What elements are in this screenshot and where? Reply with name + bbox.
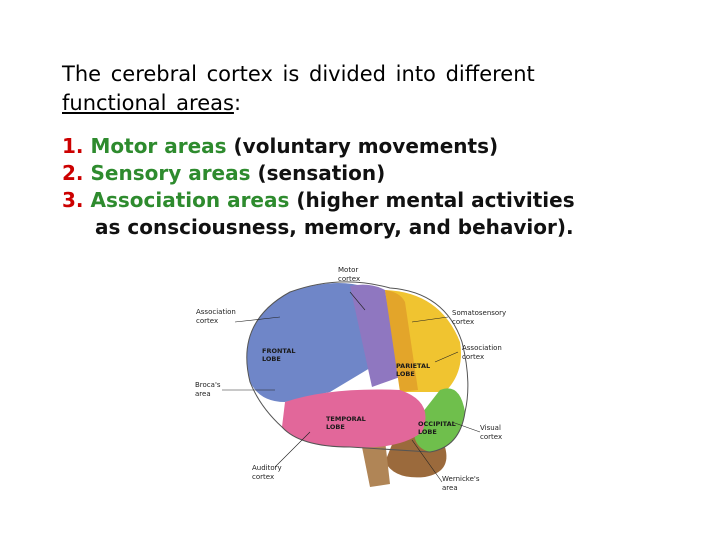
leader-lines bbox=[222, 291, 481, 483]
intro-colon: : bbox=[233, 91, 242, 115]
motor-area-region bbox=[350, 284, 400, 387]
list-item-association: 3. Association areas (higher mental acti… bbox=[62, 187, 702, 214]
label-visual-cortex: Visual bbox=[480, 424, 501, 432]
brain-outline bbox=[246, 281, 469, 453]
label-auditory-cortex: cortex bbox=[252, 473, 274, 481]
intro-text: The cerebral cortex is divided into diff… bbox=[62, 60, 682, 118]
temporal-lobe-region bbox=[282, 389, 426, 448]
area-name: Sensory areas bbox=[90, 161, 251, 185]
label-association-cortex-right: cortex bbox=[462, 353, 484, 361]
area-name: Association areas bbox=[90, 188, 290, 212]
brain-diagram: Motor cortex Association cortex Somatose… bbox=[190, 262, 530, 502]
label-brocas-area: area bbox=[195, 390, 211, 398]
intro-line-1: The cerebral cortex is divided into diff… bbox=[62, 62, 535, 86]
functional-areas-list: 1. Motor areas (voluntary movements) 2. … bbox=[62, 133, 702, 241]
label-motor-cortex: Motor bbox=[338, 266, 358, 274]
label-temporal-lobe: TEMPORAL bbox=[326, 415, 366, 423]
list-item-sensory: 2. Sensory areas (sensation) bbox=[62, 160, 702, 187]
label-auditory-cortex: Auditory bbox=[252, 464, 282, 472]
list-number: 2. bbox=[62, 161, 84, 185]
label-brocas-area: Broca's bbox=[195, 381, 221, 389]
label-association-cortex-left: Association bbox=[196, 308, 236, 316]
label-occipital-lobe: OCCIPITAL bbox=[418, 420, 456, 428]
sensory-area-region bbox=[385, 290, 418, 392]
label-frontal-lobe: LOBE bbox=[262, 355, 281, 363]
label-visual-cortex: cortex bbox=[480, 433, 502, 441]
label-occipital-lobe: LOBE bbox=[418, 428, 437, 436]
occipital-lobe-region bbox=[414, 388, 465, 452]
intro-line-2: functional areas: bbox=[62, 89, 682, 118]
label-parietal-lobe: LOBE bbox=[396, 370, 415, 378]
label-association-cortex-left: cortex bbox=[196, 317, 218, 325]
area-name: Motor areas bbox=[90, 134, 227, 158]
label-parietal-lobe: PARIETAL bbox=[396, 362, 430, 370]
label-motor-cortex: cortex bbox=[338, 275, 360, 283]
brain-illustration: Motor cortex Association cortex Somatose… bbox=[195, 266, 506, 492]
list-item-motor: 1. Motor areas (voluntary movements) bbox=[62, 133, 702, 160]
list-number: 1. bbox=[62, 134, 84, 158]
label-wernickes-area: Wernicke's bbox=[442, 475, 480, 483]
label-somatosensory-cortex: Somatosensory bbox=[452, 309, 506, 317]
area-detail: (voluntary movements) bbox=[226, 134, 499, 158]
list-number: 3. bbox=[62, 188, 84, 212]
label-association-cortex-right: Association bbox=[462, 344, 502, 352]
area-detail: (sensation) bbox=[250, 161, 386, 185]
area-detail: (higher mental activities bbox=[289, 188, 575, 212]
label-temporal-lobe: LOBE bbox=[326, 423, 345, 431]
label-wernickes-area: area bbox=[442, 484, 458, 492]
intro-underlined-term: functional areas bbox=[62, 91, 234, 115]
frontal-lobe-region bbox=[246, 283, 380, 402]
label-frontal-lobe: FRONTAL bbox=[262, 347, 296, 355]
label-somatosensory-cortex: cortex bbox=[452, 318, 474, 326]
list-item-association-continuation: as consciousness, memory, and behavior). bbox=[95, 215, 574, 239]
